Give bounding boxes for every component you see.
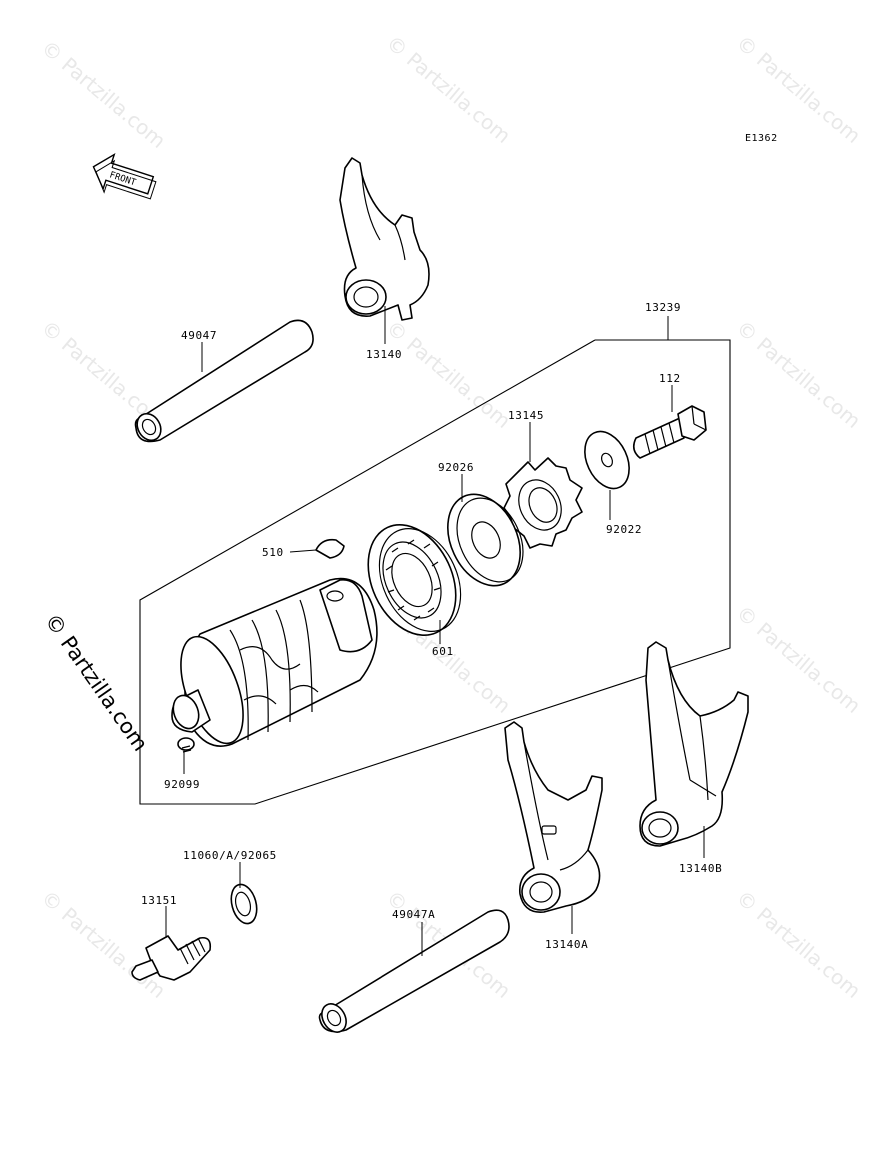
plate-92026: [447, 493, 524, 587]
callout-92022: 92022: [606, 523, 642, 536]
shaft-49047A: [318, 909, 510, 1033]
shift-drum: [171, 577, 378, 747]
diagram-code: E1362: [745, 133, 778, 144]
callout-49047A: 49047A: [392, 908, 435, 921]
callout-92099: 92099: [164, 778, 200, 791]
watermark: © Partzilla.com: [732, 885, 866, 1003]
callout-13140B: 13140B: [679, 862, 722, 875]
fork-13140B: [639, 641, 749, 847]
callout-13239: 13239: [645, 301, 681, 314]
fork-13140: [339, 157, 430, 321]
front-arrow-icon: FRONT: [92, 153, 157, 200]
watermark: © Partzilla.com: [732, 600, 866, 718]
watermark-large: © Partzilla.com: [40, 609, 153, 756]
callout-11060: 11060/A/92065: [183, 849, 277, 862]
shaft-49047: [134, 319, 314, 443]
callout-92026: 92026: [438, 461, 474, 474]
fork-13140A: [504, 721, 603, 913]
watermark: © Partzilla.com: [382, 30, 516, 148]
screw-92099: [177, 737, 195, 753]
watermark: © Partzilla.com: [382, 315, 516, 433]
callout-601: 601: [432, 645, 454, 658]
callout-labels: 49047 13140 13239 112 13145 92026 92022 …: [141, 301, 722, 951]
key-510: [315, 538, 345, 559]
watermark: © Partzilla.com: [732, 315, 866, 433]
switch-13151: [131, 935, 212, 981]
washer-11060: [230, 883, 258, 925]
assembly-frame: [139, 339, 731, 805]
washer-92022: [584, 430, 630, 490]
callout-13145: 13145: [508, 409, 544, 422]
callout-13151: 13151: [141, 894, 177, 907]
callout-112: 112: [659, 372, 681, 385]
callout-510: 510: [262, 546, 284, 559]
callout-49047: 49047: [181, 329, 217, 342]
callout-13140A: 13140A: [545, 938, 588, 951]
holder-13145: [503, 457, 583, 549]
watermark: © Partzilla.com: [37, 35, 171, 153]
leader-lines: [165, 306, 705, 956]
callout-13140: 13140: [366, 348, 402, 361]
bearing-601: [367, 523, 462, 637]
watermark: © Partzilla.com: [732, 30, 866, 148]
bolt-112: [632, 405, 707, 459]
